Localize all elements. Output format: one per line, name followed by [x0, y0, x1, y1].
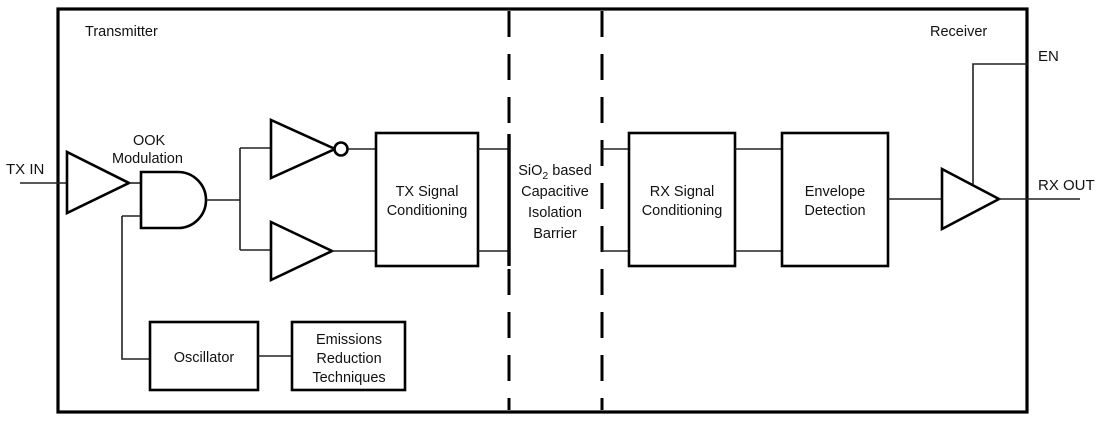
input-buffer-icon [65, 149, 132, 216]
emissions-reduction-block [290, 320, 407, 392]
tx-signal-conditioning-block [374, 131, 480, 268]
envelope-detection-label-line2: Detection [804, 203, 865, 219]
enable-port-label: EN [1038, 48, 1059, 65]
receiver-section-label: Receiver [930, 24, 987, 40]
isolation-barrier-label-sio: SiO [518, 163, 542, 179]
wire-enable-to-outputbuffer [972, 63, 1028, 184]
and-gate-icon [139, 170, 208, 230]
tx-in-port-label: TX IN [6, 161, 44, 178]
buffer-icon [269, 219, 336, 283]
inverter-bubble-icon [333, 141, 349, 157]
tx-signal-conditioning-label-line1: TX Signal [396, 184, 459, 200]
emissions-reduction-label-line3: Techniques [312, 370, 385, 386]
rx-signal-conditioning-block [627, 131, 737, 268]
ook-modulation-label-line1: OOK [133, 133, 166, 149]
isolation-barrier-label-based: based [548, 163, 592, 179]
chip-outline [56, 7, 1029, 414]
output-buffer-icon [940, 166, 1002, 232]
isolation-barrier-label-line4: Barrier [533, 226, 577, 242]
rx-signal-conditioning-label-line1: RX Signal [650, 184, 714, 200]
emissions-reduction-label-line2: Reduction [316, 351, 381, 367]
isolation-barrier-label-subscript: 2 [542, 170, 548, 182]
oscillator-label: Oscillator [174, 350, 235, 366]
isolation-barrier-label-line2: Capacitive [521, 184, 589, 200]
transmitter-section-label: Transmitter [85, 24, 158, 40]
ook-modulation-label-line2: Modulation [112, 151, 183, 167]
tx-signal-conditioning-label-line2: Conditioning [387, 203, 468, 219]
envelope-detection-label-line1: Envelope [805, 184, 865, 200]
rx-signal-conditioning-label-line2: Conditioning [642, 203, 723, 219]
rx-out-port-label: RX OUT [1038, 177, 1095, 194]
isolation-barrier-label-line1: SiO2 based [518, 163, 592, 182]
inverter-icon [269, 117, 339, 181]
emissions-reduction-label-line1: Emissions [316, 332, 382, 348]
isolation-barrier-label-line3: Isolation [528, 205, 582, 221]
wire-oscillator-to-and [121, 216, 150, 360]
